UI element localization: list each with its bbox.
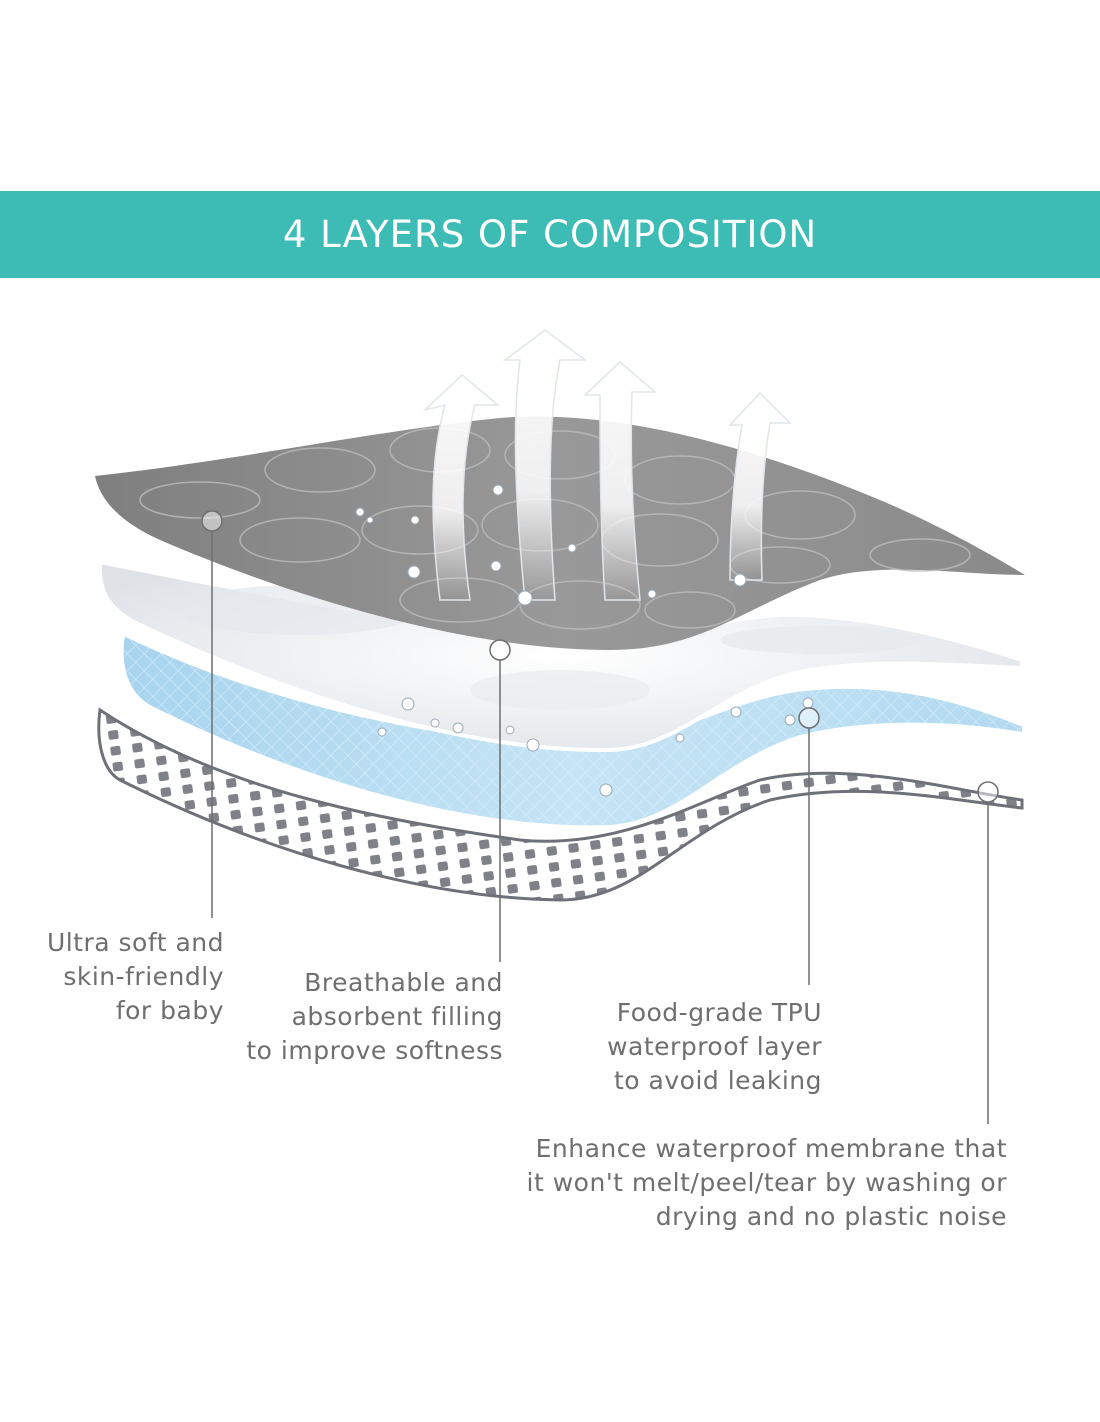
callout-pointers — [201, 510, 999, 1124]
callout-line: Ultra soft and — [46, 928, 224, 957]
callout-line: Food-grade TPU — [616, 998, 822, 1027]
callout-top-layer: Ultra soft and skin-friendly for baby — [47, 926, 224, 1028]
callout-filling-layer: Breathable and absorbent filling to impr… — [246, 966, 503, 1068]
callout-line: it won't melt/peel/tear by washing or — [526, 1168, 1007, 1197]
title-banner: 4 LAYERS OF COMPOSITION — [0, 191, 1100, 278]
membrane-layer-shape — [97, 707, 1024, 902]
pointer-ring-2 — [489, 639, 511, 661]
water-drops — [355, 484, 814, 797]
callout-tpu-layer: Food-grade TPU waterproof layer to avoid… — [607, 996, 822, 1098]
pointer-ring-3 — [798, 707, 820, 729]
callout-line: Enhance waterproof membrane that — [535, 1134, 1007, 1163]
pointer-ring-1 — [201, 510, 223, 532]
callout-membrane-layer: Enhance waterproof membrane that it won'… — [527, 1132, 1007, 1234]
callout-line: waterproof layer — [607, 1032, 822, 1061]
callout-line: skin-friendly — [63, 962, 224, 991]
callout-line: for baby — [115, 996, 224, 1025]
callout-line: to improve softness — [246, 1036, 503, 1065]
pointer-ring-4 — [977, 781, 999, 803]
callout-line: to avoid leaking — [614, 1066, 822, 1095]
callout-line: drying and no plastic noise — [655, 1202, 1007, 1231]
callout-line: absorbent filling — [291, 1002, 503, 1031]
breathability-arrows — [422, 329, 792, 601]
banner-title: 4 LAYERS OF COMPOSITION — [282, 213, 818, 256]
callout-line: Breathable and — [304, 968, 503, 997]
